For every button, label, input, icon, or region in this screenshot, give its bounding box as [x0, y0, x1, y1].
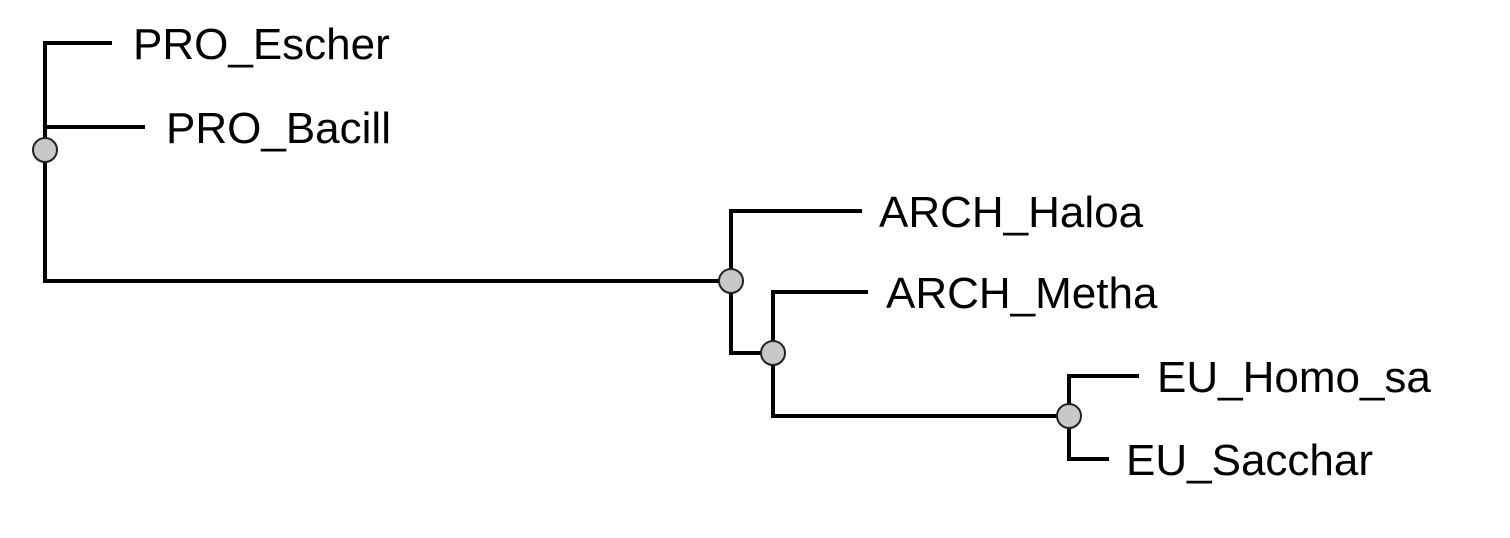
- root-node: [32, 137, 58, 163]
- branch-to-eu-homo-sa: [1067, 374, 1139, 418]
- leaf-label-pro-escher: PRO_Escher: [133, 20, 390, 69]
- leaf-label-arch-metha: ARCH_Metha: [886, 269, 1158, 318]
- branch-to-eu-sacchar: [1067, 414, 1109, 461]
- branch-to-arch-metha: [771, 290, 868, 355]
- branch-to-metha-eu-clade: [729, 279, 775, 355]
- eu-node: [1056, 403, 1082, 429]
- leaf-label-eu-sacchar: EU_Sacchar: [1126, 436, 1373, 485]
- branch-to-arch-haloa: [729, 209, 862, 283]
- branch-root-to-pro-escher: [43, 41, 112, 152]
- leaf-label-eu-homo-sa: EU_Homo_sa: [1157, 353, 1431, 402]
- metha-eu-node: [760, 340, 786, 366]
- leaf-label-pro-bacill: PRO_Bacill: [166, 104, 391, 153]
- branch-to-eu-clade: [771, 351, 1071, 418]
- branch-root-to-arch-eu-clade: [43, 148, 733, 283]
- leaf-label-arch-haloa: ARCH_Haloa: [879, 188, 1144, 237]
- arch-eu-node: [718, 268, 744, 294]
